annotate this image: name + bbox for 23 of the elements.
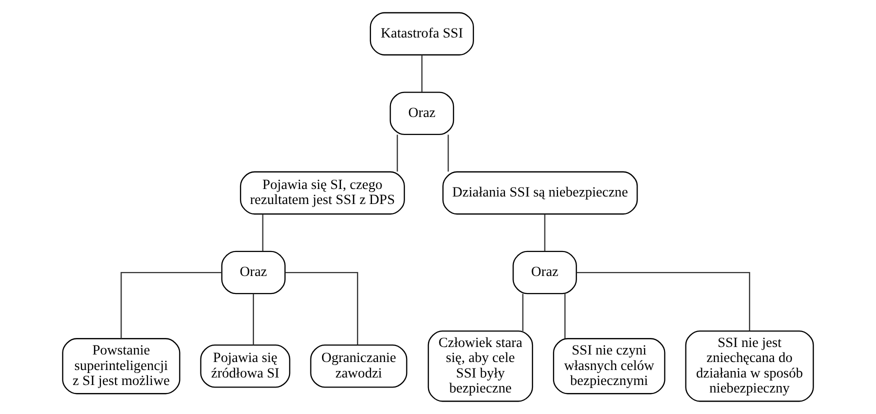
connector: [448, 134, 449, 172]
node-box: Pojawia się SI, czego rezultatem jest SSI z DPS: [240, 171, 405, 215]
node-box: Działania SSI są niebezpieczne: [442, 171, 638, 215]
node-box: Powstanie superinteligencji z SI jest możliwe: [62, 338, 180, 394]
node-box: SSI nie czyni własnych celów bezpiecznymi: [552, 338, 666, 394]
connector: [421, 55, 422, 92]
connector: [544, 214, 546, 252]
node-box: Katastrofa SSI: [370, 12, 474, 56]
node-box: Oraz: [390, 92, 454, 136]
node-box: Człowiek stara się, aby cele SSI były bezpieczne: [428, 330, 534, 402]
node-box: Oraz: [221, 250, 286, 294]
node-box: Pojawia się źródłowa SI: [200, 344, 290, 388]
connector: [120, 272, 222, 339]
connector: [285, 272, 358, 345]
connector: [396, 134, 398, 172]
node-box: Ograniczanie zawodzi: [310, 344, 408, 388]
connector: [252, 294, 254, 345]
node-box: Oraz: [512, 250, 577, 294]
connector: [522, 294, 524, 332]
connector: [262, 214, 264, 252]
connector: [564, 294, 566, 339]
connector: [576, 272, 750, 331]
node-box: SSI nie jest zniechęcana do działania w sposób niebezpieczny: [685, 330, 814, 402]
